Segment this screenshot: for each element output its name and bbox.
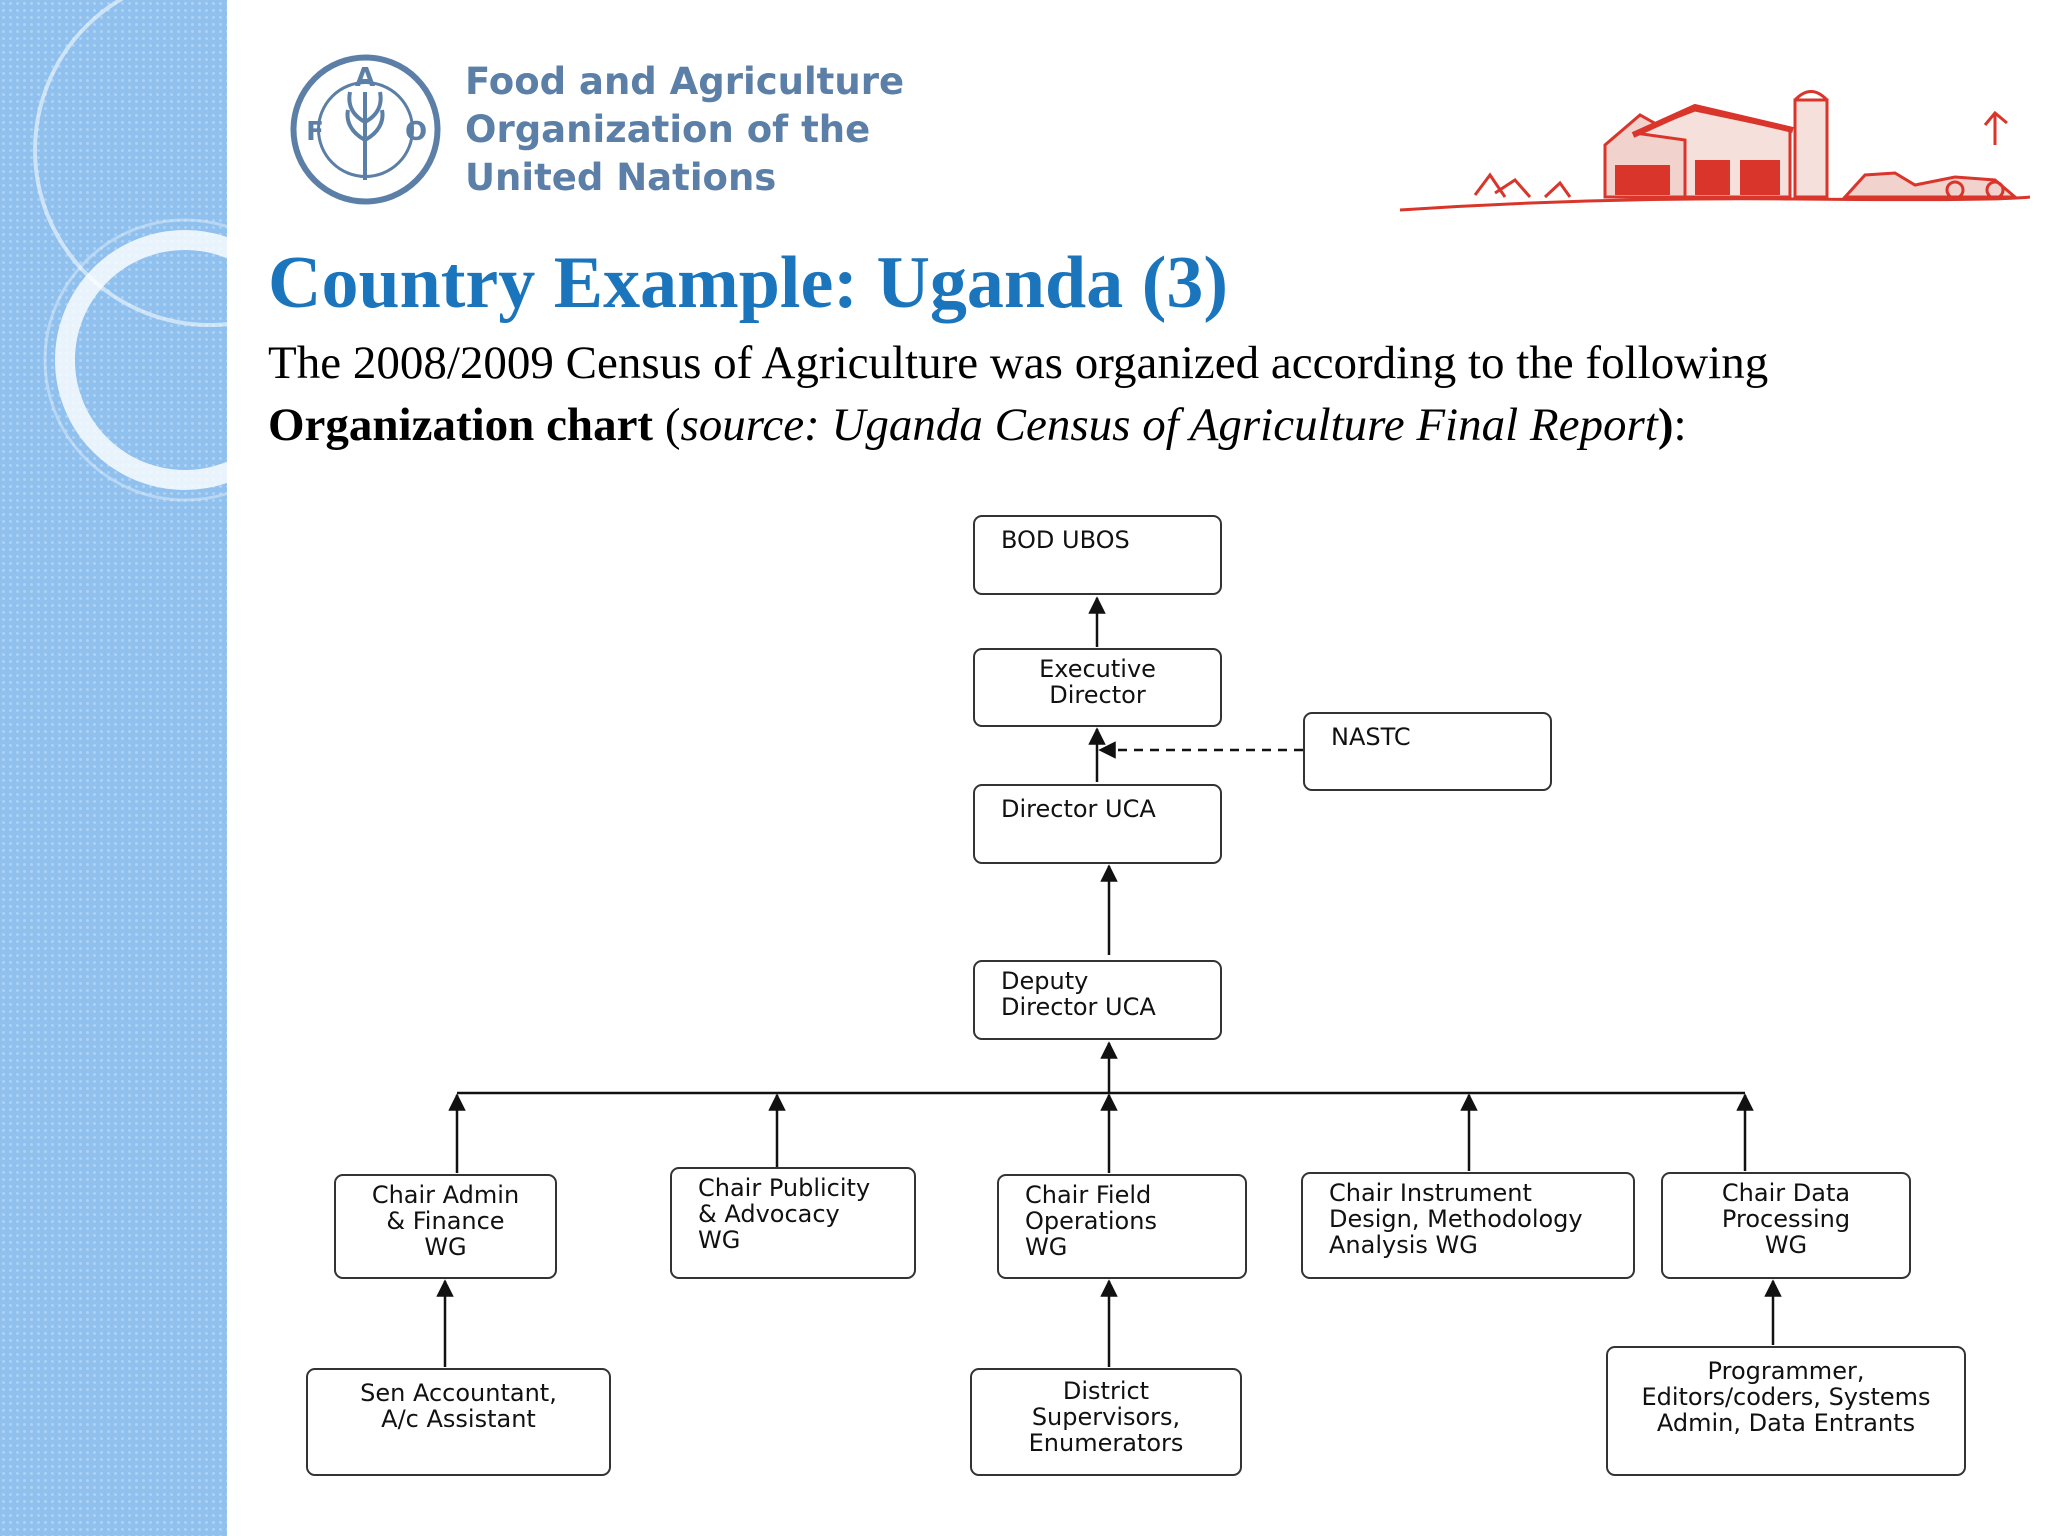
node-programmer-editors: Programmer, Editors/coders, Systems Admi… (1606, 1346, 1966, 1476)
logo-letter-a: A (355, 63, 375, 93)
org-name-line-2: Organization of the (465, 108, 871, 151)
node-nastc-label: NASTC (1331, 723, 1411, 751)
decorative-rings (33, 0, 227, 502)
node-chair-data-processing: Chair Data Processing WG (1661, 1172, 1911, 1279)
node-director-uca: Director UCA (973, 784, 1222, 864)
node-deputy-director-label: Deputy Director UCA (1001, 967, 1156, 1021)
node-chair-instrument-label: Chair Instrument Design, Methodology Ana… (1329, 1179, 1583, 1259)
node-sen-accountant: Sen Accountant, A/c Assistant (306, 1368, 611, 1476)
slide-intro: The 2008/2009 Census of Agriculture was … (268, 332, 2008, 456)
node-chair-admin-finance: Chair Admin & Finance WG (334, 1174, 557, 1279)
node-chair-admin-label: Chair Admin & Finance WG (371, 1181, 520, 1261)
node-bod-ubos: BOD UBOS (973, 515, 1222, 595)
node-director-uca-label: Director UCA (1001, 795, 1156, 823)
node-chair-field-label: Chair Field Operations WG (1025, 1181, 1157, 1261)
node-chair-publicity-label: Chair Publicity & Advocacy WG (698, 1174, 871, 1254)
slide-title: Country Example: Uganda (3) (268, 242, 1228, 324)
intro-source: source: Uganda Census of Agriculture Fin… (680, 399, 1658, 451)
node-nastc: NASTC (1303, 712, 1552, 791)
node-district-supervisors-label: District Supervisors, Enumerators (1028, 1377, 1184, 1457)
intro-bold-label: Organization chart (268, 399, 654, 451)
node-programmer-label: Programmer, Editors/coders, Systems Admi… (1641, 1357, 1931, 1437)
node-executive-director: Executive Director (973, 648, 1222, 727)
node-executive-director-label: Executive Director (1039, 655, 1156, 709)
org-name-line-1: Food and Agriculture (465, 60, 905, 103)
node-chair-data-label: Chair Data Processing WG (1721, 1179, 1851, 1259)
intro-colon: : (1673, 399, 1687, 451)
node-chair-field-operations: Chair Field Operations WG (997, 1174, 1247, 1279)
node-chair-instrument-design: Chair Instrument Design, Methodology Ana… (1301, 1172, 1635, 1279)
node-chair-publicity-advocacy: Chair Publicity & Advocacy WG (670, 1167, 916, 1279)
intro-paren-close: ) (1657, 399, 1674, 451)
node-bod-label: BOD UBOS (1001, 526, 1130, 554)
intro-text: The 2008/2009 Census of Agriculture was … (268, 337, 1769, 389)
intro-paren-open: ( (653, 399, 681, 451)
fao-logo: A F O (290, 54, 441, 205)
sidebar-decoration (0, 0, 227, 1536)
org-name-line-3: United Nations (465, 156, 777, 199)
organization-name: Food and Agriculture Organization of the… (465, 58, 904, 202)
node-sen-accountant-label: Sen Accountant, A/c Assistant (360, 1379, 557, 1433)
node-deputy-director-uca: Deputy Director UCA (973, 960, 1222, 1040)
logo-letter-f: F (306, 117, 324, 147)
logo-letter-o: O (405, 117, 427, 147)
farm-illustration (1399, 90, 2031, 212)
node-district-supervisors: District Supervisors, Enumerators (970, 1368, 1242, 1476)
